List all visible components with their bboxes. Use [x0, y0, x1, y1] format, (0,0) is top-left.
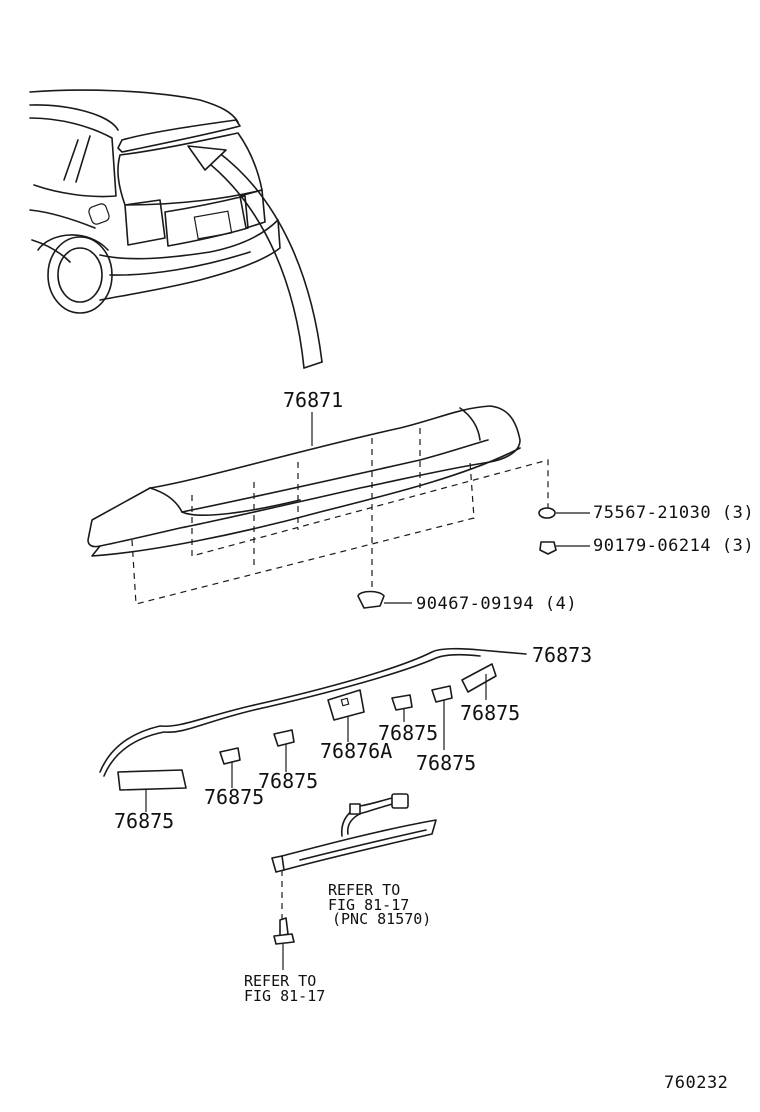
plate-76876a: 76876A	[320, 689, 392, 763]
reference-bolt-line2: FIG 81-17	[244, 987, 325, 1005]
part-number-nut: 90179-06214	[593, 536, 711, 556]
car-rear-view	[29, 89, 323, 369]
part-number-plate: 76876A	[320, 739, 392, 763]
svg-text:90179-06214 (3): 90179-06214 (3)	[593, 536, 754, 556]
pad-mid-right: 76875	[416, 685, 476, 775]
quantity-nut: (3)	[722, 536, 754, 556]
pad-center-upper: 76875	[378, 694, 438, 745]
reference-lamp-line1: REFER TO	[328, 881, 400, 899]
part-number-pad-left: 76875	[204, 785, 264, 809]
pad-left: 76875	[204, 747, 264, 809]
fastener-90467: 90467-09194 (4)	[357, 590, 577, 614]
part-number-spoiler: 76871	[283, 388, 343, 412]
figure-number: 760232	[664, 1073, 728, 1093]
fastener-90179: 90179-06214 (3)	[539, 536, 754, 556]
pad-left-lower: 76875	[114, 769, 187, 833]
part-number-seal: 76873	[532, 643, 592, 667]
reference-lamp-line3: (PNC 81570)	[332, 910, 431, 928]
part-number-pad-mid-right: 76875	[416, 751, 476, 775]
spoiler-assembly: 76871	[87, 388, 549, 605]
part-number-pad-left-upper: 76875	[258, 769, 318, 793]
pad-left-upper: 76875	[258, 729, 318, 793]
part-number-pad-right: 76875	[460, 701, 520, 725]
svg-text:90467-09194 (4): 90467-09194 (4)	[416, 594, 577, 614]
part-number-clip: 90467-09194	[416, 594, 534, 614]
mounting-bolt: REFER TO FIG 81-17	[244, 917, 325, 1005]
quantity-screw-nut: (3)	[722, 503, 754, 523]
fastener-75567: 75567-21030 (3)	[538, 503, 754, 523]
high-mount-stop-lamp: REFER TO FIG 81-17 (PNC 81570)	[271, 793, 437, 928]
part-number-pad-left-lower: 76875	[114, 809, 174, 833]
reference-bolt-line1: REFER TO	[244, 972, 316, 990]
reference-lamp-line2: FIG 81-17	[328, 896, 409, 914]
part-number-screw-nut: 75567-21030	[593, 503, 711, 523]
pad-right: 76875	[460, 663, 520, 725]
svg-text:75567-21030 (3): 75567-21030 (3)	[593, 503, 754, 523]
part-number-pad-center-upper: 76875	[378, 721, 438, 745]
quantity-clip: (4)	[545, 594, 577, 614]
seal-76873: 76873	[99, 643, 592, 777]
